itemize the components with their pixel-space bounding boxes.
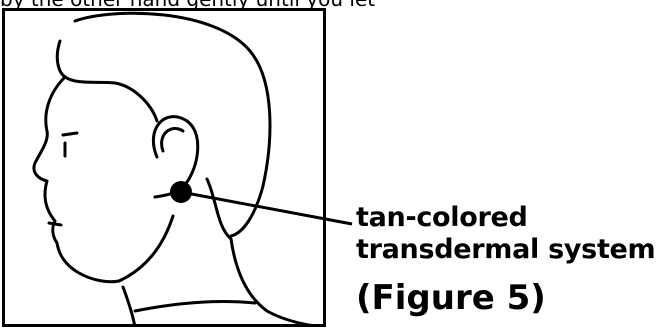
patch-label-line1: tan-colored bbox=[356, 202, 661, 234]
collar-line bbox=[135, 301, 255, 311]
neck-back bbox=[207, 179, 231, 239]
hairline bbox=[57, 41, 157, 121]
eye-mark bbox=[63, 133, 77, 135]
patch-label: tan-colored transdermal system bbox=[356, 202, 661, 266]
shoulder-line bbox=[231, 239, 323, 324]
mouth-mark bbox=[49, 223, 61, 225]
head-outline bbox=[75, 13, 270, 236]
neck-front bbox=[123, 287, 135, 324]
ear-inner bbox=[162, 128, 183, 151]
head-profile-drawing bbox=[5, 11, 323, 324]
jawline bbox=[119, 216, 173, 281]
patch-label-line2: transdermal system bbox=[356, 234, 661, 266]
face-profile bbox=[34, 77, 119, 282]
figure-caption: (Figure 5) bbox=[356, 278, 546, 318]
illustration-frame bbox=[2, 8, 326, 327]
